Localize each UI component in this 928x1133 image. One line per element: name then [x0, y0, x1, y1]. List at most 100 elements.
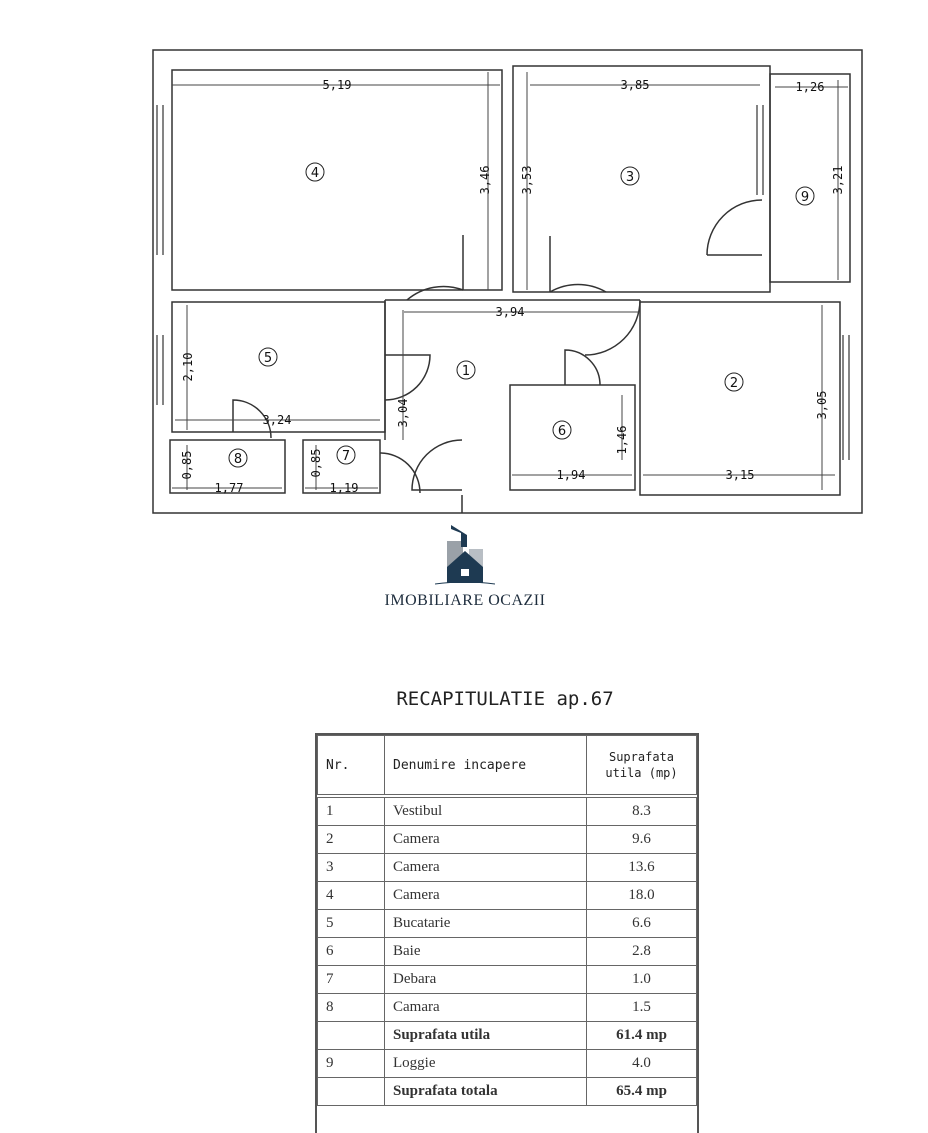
cell-nr: 6	[317, 937, 385, 966]
dimension-label: 3,24	[263, 413, 292, 427]
cell-area: 8.3	[586, 795, 697, 826]
door-swing	[411, 439, 463, 491]
dimension-label: 3,85	[621, 78, 650, 92]
cell-area: 2.8	[586, 937, 697, 966]
room-number-5: 5	[258, 347, 278, 367]
door-swing	[564, 349, 601, 386]
dimension-lines	[172, 72, 848, 490]
door-swing	[584, 299, 641, 356]
dimension-label: 0,85	[309, 449, 323, 478]
dimension-label: 3,46	[478, 166, 492, 195]
svg-text:5: 5	[264, 351, 272, 366]
dimension-label: 3,94	[496, 305, 525, 319]
dimension-label: 1,19	[330, 481, 359, 495]
door-swing	[384, 354, 431, 401]
door-swing	[232, 399, 272, 439]
room-7-outline	[302, 439, 381, 494]
dimension-label: 3,04	[396, 399, 410, 428]
svg-text:1: 1	[462, 364, 470, 379]
dimension-label: 3,05	[815, 391, 829, 420]
cell-area: 1.0	[586, 965, 697, 994]
door-swing	[706, 199, 763, 256]
dimension-label: 1,94	[557, 468, 586, 482]
cell-nr: 1	[317, 795, 385, 826]
dimension-label: 2,10	[181, 353, 195, 382]
room-number-2: 2	[724, 372, 744, 392]
house-building-icon	[434, 525, 496, 585]
cell-name: Bucatarie	[384, 909, 587, 938]
room-6-outline	[509, 384, 636, 491]
room-number-6: 6	[552, 420, 572, 440]
dimension-label: 0,85	[180, 451, 194, 480]
room-number-9: 9	[795, 186, 815, 206]
dimension-label: 1,77	[215, 481, 244, 495]
room-9-outline	[769, 73, 851, 283]
svg-text:9: 9	[801, 190, 809, 205]
svg-text:7: 7	[342, 449, 350, 464]
summary-title: RECAPITULATIE ap.67	[396, 688, 614, 710]
cell-area: 9.6	[586, 825, 697, 854]
cell-name: Camera	[384, 853, 587, 882]
dimension-label: 3,15	[726, 468, 755, 482]
room-2-outline	[639, 301, 841, 496]
cell-area: 13.6	[586, 853, 697, 882]
door-swing	[379, 452, 421, 494]
brand-name: IMOBILIARE OCAZII	[384, 592, 546, 609]
cell-name: Baie	[384, 937, 587, 966]
svg-text:6: 6	[558, 424, 566, 439]
cell-name: Camera	[384, 825, 587, 854]
room-number-7: 7	[336, 445, 356, 465]
cell-nr: 8	[317, 993, 385, 1022]
cell-area: 1.5	[586, 993, 697, 1022]
room-4-outline	[171, 69, 503, 291]
room-8-outline	[169, 439, 286, 494]
cell-nr: 7	[317, 965, 385, 994]
header-nr: Nr.	[317, 735, 385, 798]
room-3-outline	[512, 65, 771, 293]
cell-area: 6.6	[586, 909, 697, 938]
svg-text:4: 4	[311, 166, 319, 181]
door-swing	[406, 235, 464, 301]
cell-nr: 2	[317, 825, 385, 854]
door-swing	[549, 236, 607, 293]
windows	[156, 105, 850, 460]
dimension-label: 5,19	[323, 78, 352, 92]
dimension-label: 3,53	[520, 166, 534, 195]
svg-text:2: 2	[730, 376, 738, 391]
company-logo: IMOBILIARE OCAZII	[370, 525, 560, 610]
room-number-4: 4	[305, 162, 325, 182]
cell-nr: 3	[317, 853, 385, 882]
room-number-8: 8	[228, 448, 248, 468]
cell-name: Vestibul	[384, 795, 587, 826]
dimension-label: 3,21	[831, 166, 845, 195]
room-number-1: 1	[456, 360, 476, 380]
cell-nr: 5	[317, 909, 385, 938]
cell-nr: 4	[317, 881, 385, 910]
svg-text:8: 8	[234, 452, 242, 467]
dimension-label: 1,46	[615, 426, 629, 455]
cell-name: Camara	[384, 993, 587, 1022]
hall-walls	[384, 299, 640, 513]
outer-wall	[152, 49, 863, 514]
header-name: Denumire incapere	[384, 735, 587, 798]
room-number-3: 3	[620, 166, 640, 186]
dimension-label: 1,26	[796, 80, 825, 94]
cell-area: 18.0	[586, 881, 697, 910]
cell-name: Debara	[384, 965, 587, 994]
floor-plan: 5,19 3,85 1,26 3,94 3,24 1,94 3,15 1,77 …	[152, 49, 863, 514]
cell-name: Camera	[384, 881, 587, 910]
